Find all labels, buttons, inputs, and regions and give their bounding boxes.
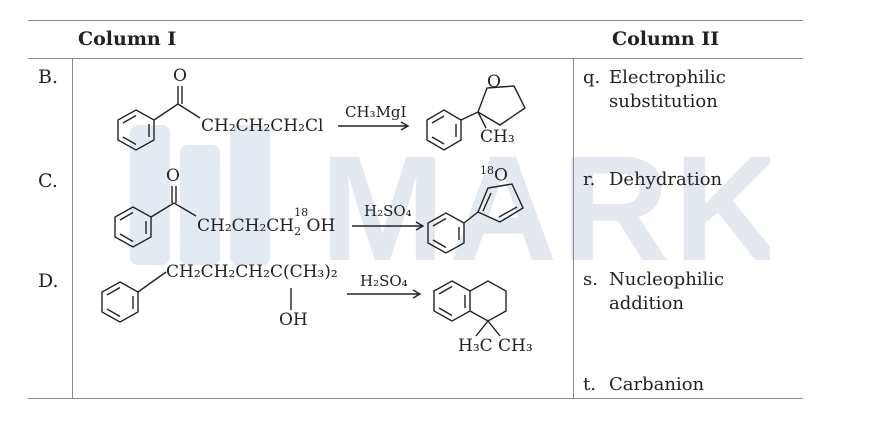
row-d-product-methyls: H₃C CH₃ [458,336,533,356]
row-c-product-isotope: 18 [480,164,494,177]
row-c-carbonyl-o: O [166,166,180,186]
row-c-benzene-ring [114,206,152,248]
table-top-rule [28,20,803,21]
option-s: s. Nucleophilic addition [583,268,759,316]
option-t-key: t. [583,374,596,395]
row-b-product-benzene [426,109,462,151]
row-b-product-ring [477,85,526,126]
row-b-product-ch3: CH₃ [480,127,515,147]
option-q-text: Electrophilic substitution [609,67,726,112]
option-r-key: r. [583,169,596,190]
row-label-d: D. [38,270,59,292]
row-b-chain: CH₂CH₂CH₂Cl [201,116,324,136]
row-c-chain-post: OH [301,216,336,236]
option-t: t. Carbanion [583,373,704,397]
row-c-product-furan [477,183,524,223]
row-c-product-o: 18O [480,164,508,186]
row-c-reagent: H₂SO₄ [364,202,412,220]
option-q-key: q. [583,67,601,88]
row-b-bond [153,103,179,121]
row-d-reagent: H₂SO₄ [360,272,408,290]
column-divider-left [72,58,73,398]
option-r-text: Dehydration [609,169,723,190]
row-b-carbonyl-o: O [173,66,187,86]
table-bottom-rule [28,398,803,399]
row-b-product-o: O [487,72,501,92]
row-b-reagent: CH₃MgI [345,103,407,121]
row-c-chain-sub: 2 [294,225,302,238]
row-label-b: B. [38,66,59,88]
row-label-c: C. [38,170,58,192]
row-c-chain-pre: CH₂CH₂CH [197,216,295,236]
row-d-product-tetralin [433,280,507,322]
row-d-chain: CH₂CH₂CH₂C(CH₃)₂ [166,262,338,282]
row-c-chain-isotope: 18 [294,206,309,219]
column-2-header: Column II [612,28,720,50]
row-c-bond [150,202,175,218]
option-q: q. Electrophilic substitution [583,66,759,114]
option-s-text: Nucleophilic addition [609,269,725,314]
option-s-key: s. [583,269,598,290]
row-c-product-benzene [427,212,465,254]
column-1-header: Column I [78,28,177,50]
option-t-text: Carbanion [609,374,705,395]
option-r: r. Dehydration [583,168,722,192]
row-d-benzene-ring [101,281,139,323]
row-c-product-o-label: O [494,165,508,186]
row-b-benzene-ring [117,109,155,151]
row-d-oh: OH [279,310,308,330]
table-header-rule [28,58,803,59]
row-d-bond [137,271,167,293]
column-divider-right [573,58,574,398]
